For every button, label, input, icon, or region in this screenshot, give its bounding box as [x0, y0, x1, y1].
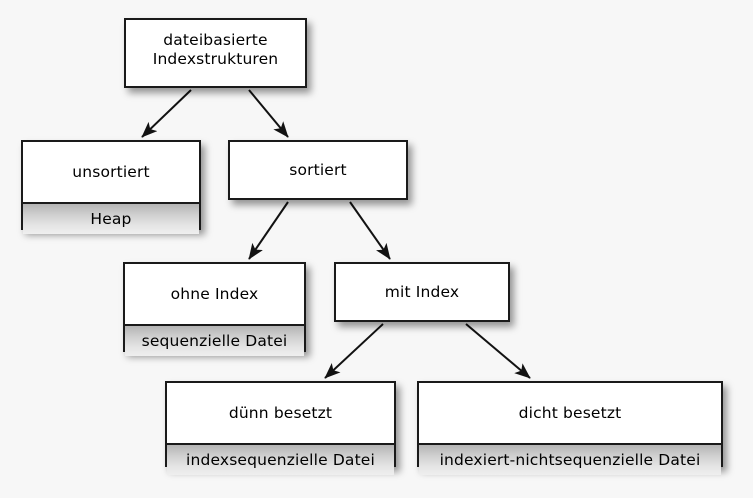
node-duenn-besetzt-subcell: indexsequenzielle Datei: [167, 443, 394, 475]
node-dicht-besetzt[interactable]: dicht besetzt indexiert-nichtsequenziell…: [417, 381, 723, 475]
edge-mit-to-dicht: [465, 323, 531, 379]
node-sortiert[interactable]: sortiert: [228, 140, 408, 200]
node-root-title-line2: Indexstrukturen: [152, 50, 279, 68]
edge-mit-to-duenn: [324, 323, 384, 379]
node-root-title: dateibasierte Indexstrukturen: [126, 20, 305, 80]
edge-root-to-unsortiert: [141, 89, 192, 138]
node-unsortiert[interactable]: unsortiert Heap: [21, 140, 201, 234]
node-dicht-besetzt-title: dicht besetzt: [419, 383, 721, 443]
node-duenn-besetzt-title: dünn besetzt: [167, 383, 394, 443]
node-mit-index[interactable]: mit Index: [334, 262, 510, 322]
node-duenn-besetzt[interactable]: dünn besetzt indexsequenzielle Datei: [165, 381, 396, 475]
node-unsortiert-title: unsortiert: [23, 142, 199, 202]
node-mit-index-title: mit Index: [336, 264, 508, 320]
node-dicht-besetzt-subcell: indexiert-nichtsequenzielle Datei: [419, 443, 721, 475]
edge-sortiert-to-mit: [349, 201, 391, 260]
edge-sortiert-to-ohne: [248, 201, 289, 260]
node-ohne-index-subcell: sequenzielle Datei: [125, 324, 304, 356]
node-sortiert-title: sortiert: [230, 142, 406, 198]
edge-root-to-sortiert: [248, 89, 289, 138]
node-root[interactable]: dateibasierte Indexstrukturen: [124, 18, 307, 88]
node-ohne-index[interactable]: ohne Index sequenzielle Datei: [123, 262, 306, 356]
node-ohne-index-title: ohne Index: [125, 264, 304, 324]
node-unsortiert-subcell: Heap: [23, 202, 199, 234]
node-root-title-line1: dateibasierte: [163, 30, 268, 49]
